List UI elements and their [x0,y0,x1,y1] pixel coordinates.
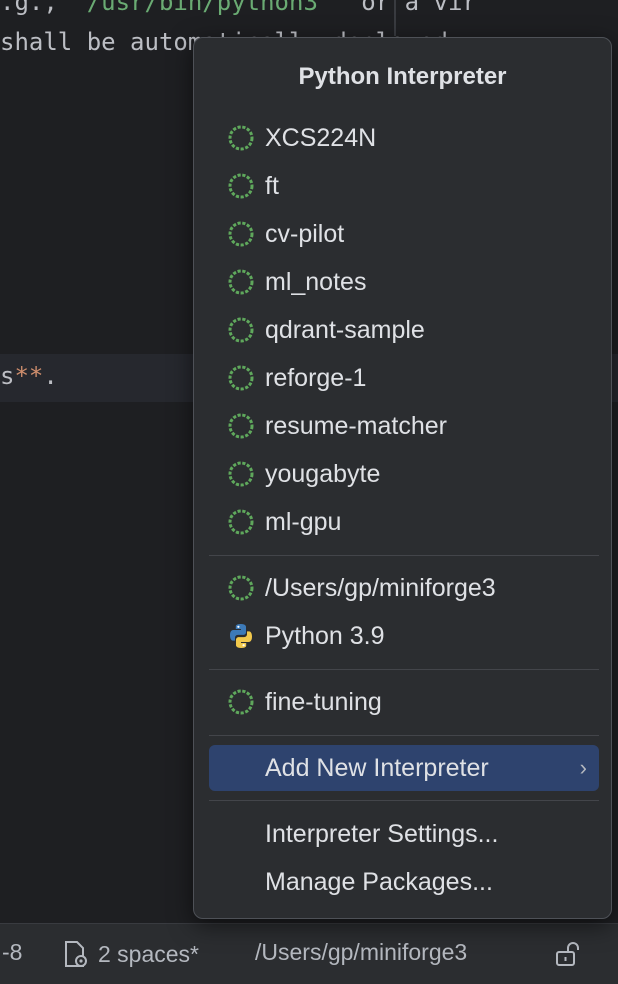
status-bar: -8 2 spaces* /Users/gp/miniforge3 [0,923,618,984]
interpreter-label: qdrant-sample [265,315,425,344]
interpreter-label: ml-gpu [265,507,342,536]
file-settings-icon [62,939,90,969]
interpreter-label: XCS224N [265,123,377,152]
interpreter-label: fine-tuning [265,687,382,716]
python-logo-icon [226,621,256,651]
code-text: or a vir [361,0,477,16]
interpreter-item[interactable]: reforge-1 [209,355,599,401]
conda-env-icon [226,507,256,537]
interpreter-item[interactable]: ml-gpu [209,499,599,545]
conda-env-icon [226,459,256,489]
interpreter-label: cv-pilot [265,219,345,248]
interpreter-item[interactable]: qdrant-sample [209,307,599,353]
interpreter-item[interactable]: yougabyte [209,451,599,497]
code-text: . [43,362,58,390]
interpreter-label: /Users/gp/miniforge3 [265,573,496,602]
conda-env-icon [226,573,256,603]
conda-env-icon [226,171,256,201]
code-line-1[interactable]: .g., `/usr/bin/python3` or a vir [0,0,477,16]
interpreter-item[interactable]: resume-matcher [209,403,599,449]
python-interpreter-popup: Python Interpreter XCS224N ft cv-pilot ml_n… [193,37,612,919]
divider [209,669,599,670]
encoding-widget[interactable]: -8 [2,939,23,965]
conda-env-icon [226,267,256,297]
add-new-interpreter-label: Add New Interpreter [265,753,489,782]
interpreter-settings-item[interactable]: Interpreter Settings... [209,811,599,857]
interpreter-label: ft [265,171,279,200]
interpreter-item[interactable]: cv-pilot [209,211,599,257]
interpreter-label: yougabyte [265,459,381,488]
interpreter-label: Python 3.9 [265,621,385,650]
divider [209,800,599,801]
interpreter-label: reforge-1 [265,363,367,392]
conda-env-icon [226,123,256,153]
interpreter-item[interactable]: ft [209,163,599,209]
code-line-3[interactable]: s**. [0,362,58,390]
manage-packages-item[interactable]: Manage Packages... [209,859,599,905]
interpreter-item[interactable]: XCS224N [209,115,599,161]
interpreter-item[interactable]: /Users/gp/miniforge3 [209,565,599,611]
manage-packages-label: Manage Packages... [265,867,493,896]
conda-env-icon [226,411,256,441]
chevron-right-icon: › [579,755,587,780]
interpreter-widget[interactable]: /Users/gp/miniforge3 [255,939,468,965]
add-new-interpreter-item[interactable]: Add New Interpreter › [209,745,599,791]
indent-widget[interactable]: 2 spaces* [62,939,199,969]
interpreter-item[interactable]: ml_notes [209,259,599,305]
code-text: .g., [0,0,58,16]
indent-label: 2 spaces* [98,940,200,967]
interpreter-item[interactable]: fine-tuning [209,679,599,725]
popup-title: Python Interpreter [298,63,507,90]
divider [209,555,599,556]
conda-env-icon [226,315,256,345]
conda-env-icon [226,363,256,393]
unlock-icon[interactable] [554,941,580,967]
markdown-bold-marker: ** [14,362,44,390]
interpreter-item[interactable]: Python 3.9 [209,613,599,659]
interpreter-label: ml_notes [265,267,367,296]
column-divider [394,0,396,36]
interpreter-settings-label: Interpreter Settings... [265,819,499,848]
conda-env-icon [226,687,256,717]
code-string: /usr/bin/python3 [86,0,318,16]
conda-env-icon [226,219,256,249]
code-text: s [0,362,15,390]
divider [209,735,599,736]
interpreter-label: resume-matcher [265,411,447,440]
